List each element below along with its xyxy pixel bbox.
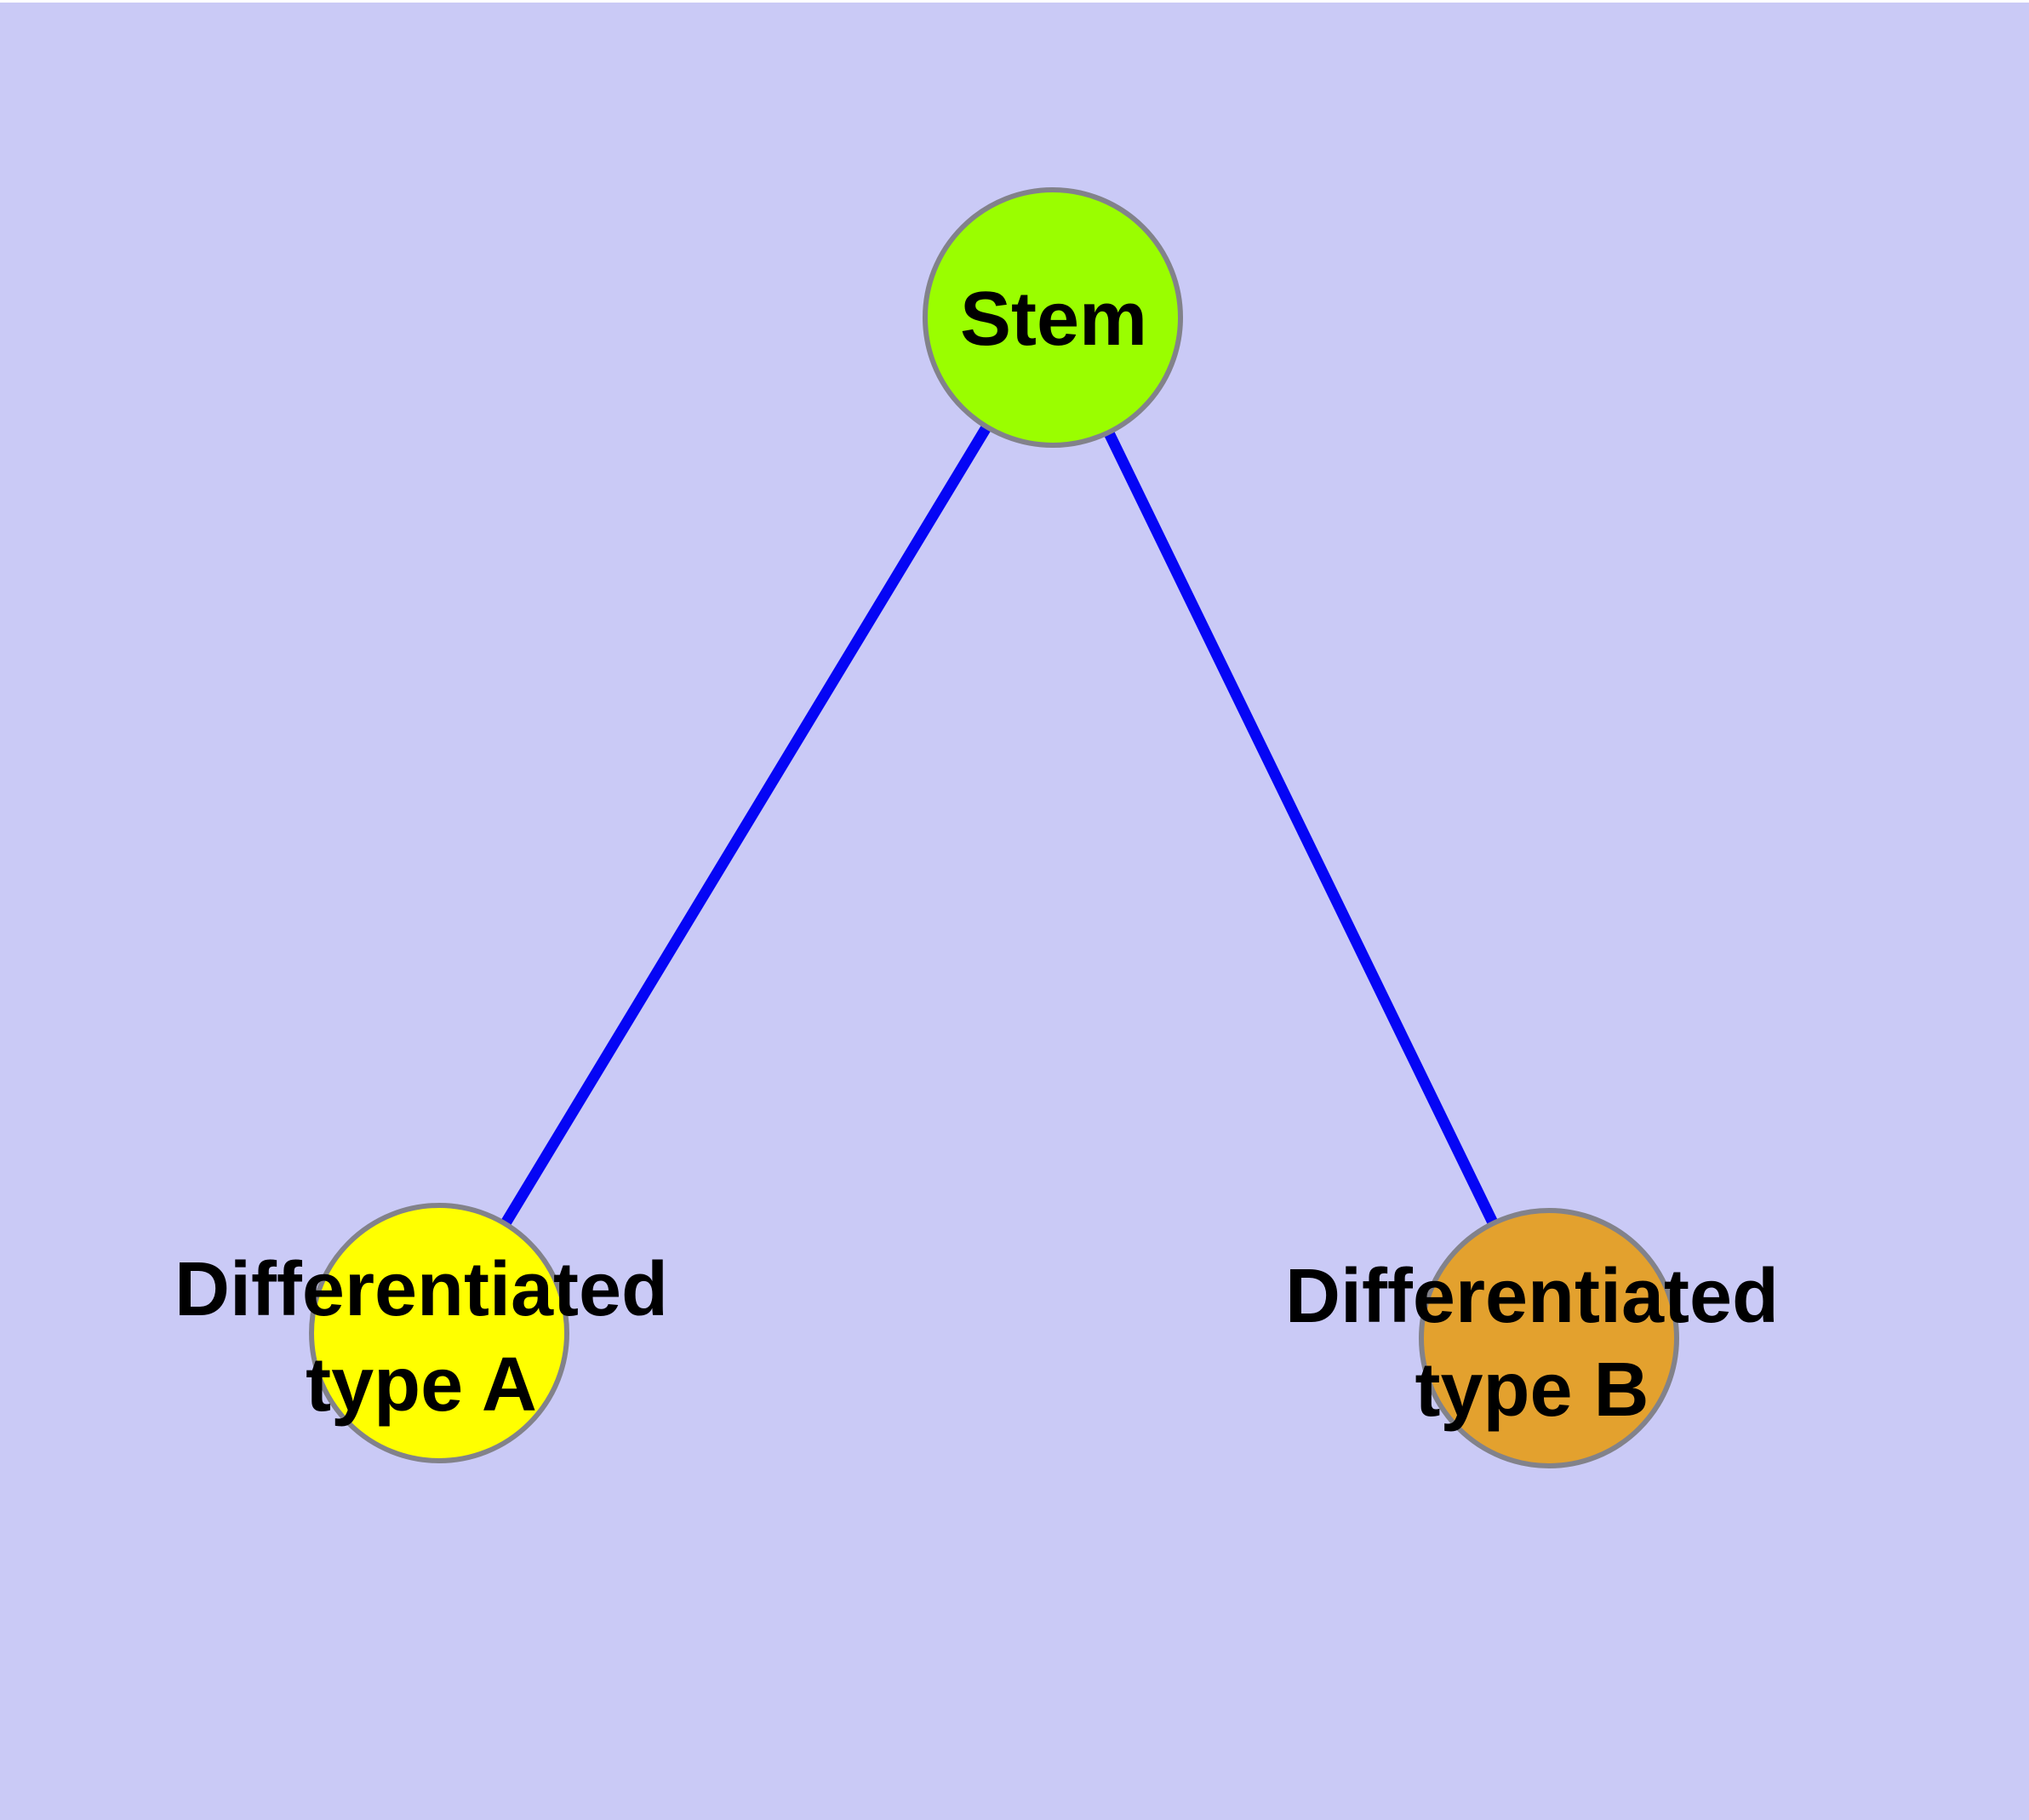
edge-stem-to-type-b <box>1048 315 1554 1341</box>
node-label-stem: Stem <box>960 277 1147 362</box>
node-differentiated-type-b <box>1419 1208 1679 1468</box>
node-stem <box>923 187 1183 448</box>
node-label-type-b-line1: Differentiated <box>1285 1254 1779 1339</box>
node-label-type-a-line2: type A <box>306 1342 537 1428</box>
node-label-type-b-line2: type B <box>1415 1348 1649 1433</box>
top-white-strip <box>0 0 2029 3</box>
edge-stem-to-type-a <box>434 314 1058 1336</box>
node-differentiated-type-a <box>309 1203 569 1463</box>
node-label-type-a-line1: Differentiated <box>174 1247 668 1332</box>
